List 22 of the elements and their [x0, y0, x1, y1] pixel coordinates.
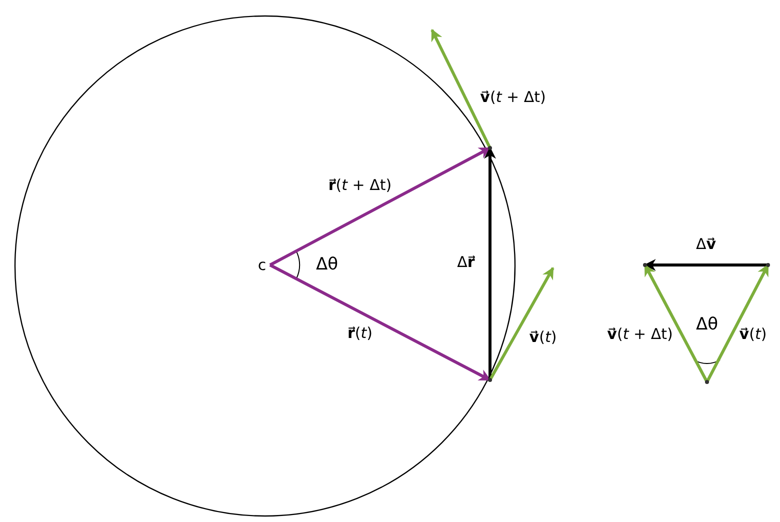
vector-label: v⃗(t + Δt): [480, 88, 546, 106]
vector-arrow: [706, 264, 770, 383]
vector-arrow: [430, 28, 492, 149]
vector-label: v⃗(t): [739, 326, 767, 342]
point-marker: [766, 263, 770, 267]
angle-label: Δθ: [316, 256, 338, 274]
vector-label: Δr⃗: [457, 254, 475, 270]
vector-label: Δv⃗: [696, 236, 716, 252]
vector-arrow: [488, 266, 554, 381]
vector-label: r⃗(t): [348, 324, 372, 342]
vector-label: v⃗(t): [529, 328, 557, 346]
point-marker: [488, 146, 492, 150]
point-label: c: [258, 256, 266, 274]
vector-arrow: [269, 264, 492, 382]
point-marker: [643, 263, 647, 267]
vector-label: r⃗(t + Δt): [328, 176, 392, 194]
vector-label: v⃗(t + Δt): [607, 326, 673, 342]
point-marker: [705, 380, 709, 384]
angle-label: Δθ: [696, 316, 718, 334]
vector-arrow: [644, 264, 708, 383]
point-marker: [488, 378, 492, 382]
vector-arrow: [269, 146, 492, 266]
